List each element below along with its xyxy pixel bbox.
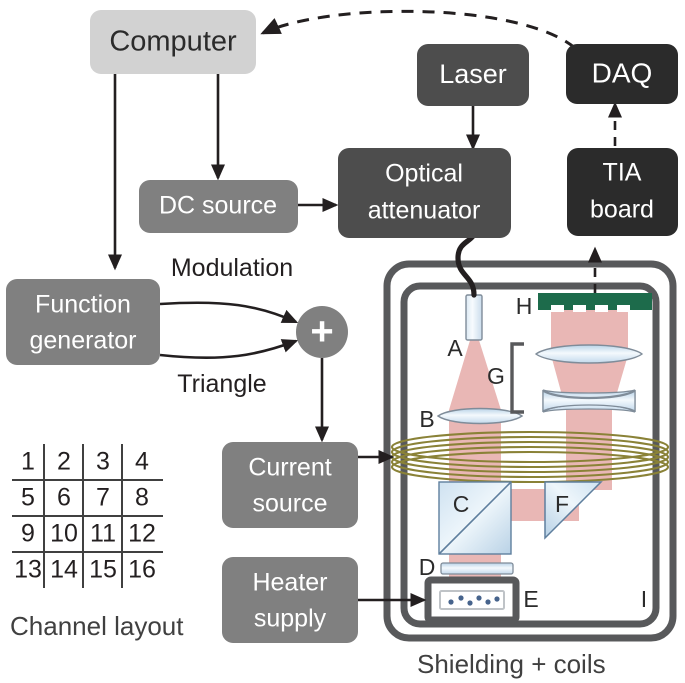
block-attenuator-line2: attenuator [368,197,481,225]
block-computer[interactable]: Computer [90,10,256,74]
label-g: G [487,363,505,389]
channel-layout-table: 1 2 3 4 5 6 7 8 9 10 11 12 13 14 15 16 C… [10,444,184,641]
fiber-collimator-a [465,294,483,341]
label-i: I [641,586,647,612]
beamsplitter-cube-c [438,481,512,555]
vapor-cell-e [424,576,520,624]
channel-cell: 4 [135,448,149,476]
channel-cell: 3 [96,448,110,476]
block-dc-source-label: DC source [159,192,277,220]
optical-components [424,226,652,624]
edge-funcgen-modulation [159,301,299,324]
block-tia-board[interactable]: TIA board [567,148,678,236]
channel-cell: 8 [135,484,149,512]
block-tia-line1: TIA [603,159,642,187]
block-dc-source[interactable]: DC source [139,180,298,233]
edge-label-group: Modulation Triangle [171,254,293,398]
channel-cell: 6 [57,484,71,512]
block-function-generator[interactable]: Function generator [6,279,160,365]
block-optical-attenuator[interactable]: Optical attenuator [338,148,511,238]
channel-cell: 12 [128,520,156,548]
label-e: E [523,586,538,612]
block-funcgen-line2: generator [29,327,136,355]
block-daq[interactable]: DAQ [566,44,678,104]
channel-cell: 2 [57,448,71,476]
telescope-bracket-g [510,342,524,414]
block-tia-line2: board [590,196,654,224]
connections [107,9,623,608]
label-b: B [419,406,434,432]
label-f: F [555,491,569,517]
block-heater-supply[interactable]: Heater supply [222,557,358,643]
channel-cell: 16 [128,556,156,584]
block-laser-label: Laser [439,59,507,89]
magnetic-field-coils [390,430,670,484]
waveplate-d [440,562,514,575]
channel-cell: 13 [14,556,42,584]
block-laser[interactable]: Laser [417,44,529,106]
lens-b [436,407,524,425]
channel-cell: 5 [21,484,35,512]
edge-label-modulation: Modulation [171,254,293,282]
lens-g-convex [534,344,644,364]
channel-cell: 1 [21,448,35,476]
channel-cell: 7 [96,484,110,512]
label-a: A [447,335,463,361]
block-summing-junction[interactable]: + [296,306,348,358]
block-current-line1: Current [248,454,331,482]
channel-cell: 9 [21,520,35,548]
prism-f [544,481,603,540]
channel-cell: 11 [90,520,116,548]
block-current-source[interactable]: Current source [222,442,358,528]
channel-cell: 10 [50,520,78,548]
block-summing-label: + [310,310,333,354]
edge-daq-to-computer [260,9,576,50]
channel-cell: 14 [50,556,78,584]
label-c: C [453,491,470,517]
block-computer-label: Computer [109,26,237,58]
shielding-caption: Shielding + coils [417,649,606,679]
block-boxes: Computer Laser DAQ DC source Optical att… [6,10,678,643]
edge-funcgen-triangle [159,339,299,360]
block-heater-line1: Heater [252,569,327,597]
edge-label-triangle: Triangle [177,370,266,398]
channel-layout-caption: Channel layout [10,611,184,641]
block-heater-line2: supply [254,605,327,633]
block-current-line2: source [252,490,327,518]
block-daq-label: DAQ [592,57,653,88]
block-funcgen-line1: Function [35,291,131,319]
label-d: D [419,554,436,580]
channel-cell: 15 [89,556,117,584]
label-h: H [516,293,533,319]
photodiode-array-h [538,293,652,312]
block-attenuator-line1: Optical [385,160,463,188]
